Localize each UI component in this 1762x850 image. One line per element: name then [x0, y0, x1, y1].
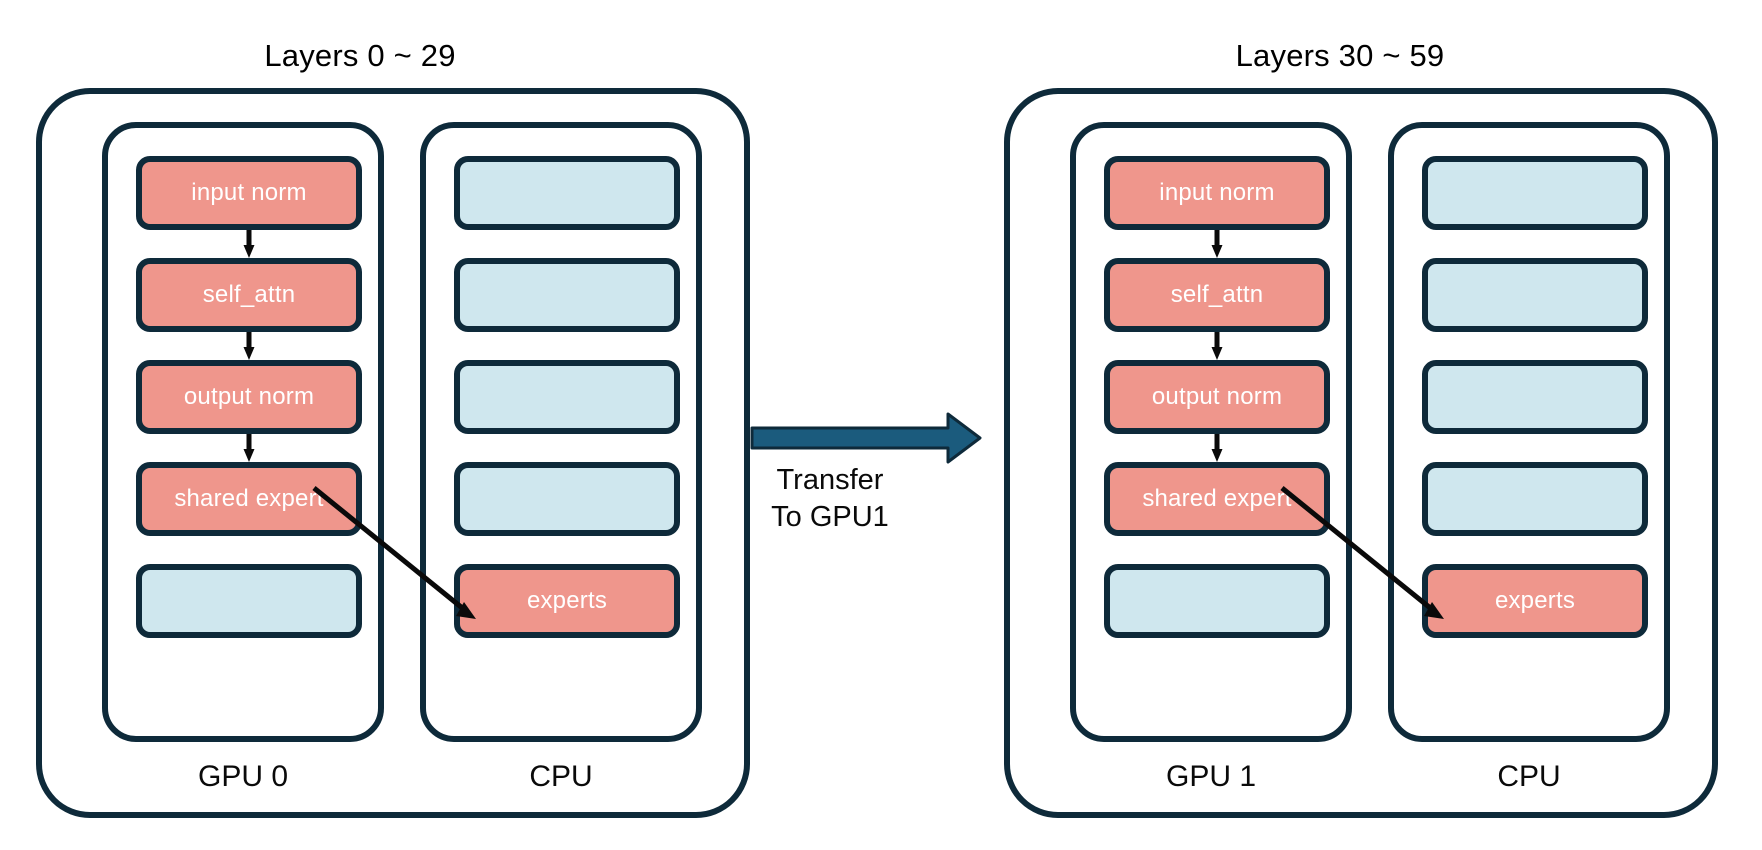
- flow-arrow-down-icon: [243, 332, 255, 360]
- block-shared-expert-gpu0[interactable]: shared expert: [136, 462, 362, 536]
- block-self-attn-gpu0[interactable]: self_attn: [136, 258, 362, 332]
- block-experts-cpu0[interactable]: experts: [454, 564, 680, 638]
- device-label-cpu1: CPU: [1497, 760, 1561, 793]
- device-group-layers-0-29: input norm self_attn output norm shared …: [36, 88, 750, 818]
- flow-arrow-down-icon: [1211, 332, 1223, 360]
- transfer-label: Transfer To GPU1: [771, 464, 889, 534]
- group-title-right: Layers 30 ~ 59: [1235, 38, 1445, 73]
- block-input-norm-gpu0[interactable]: input norm: [136, 156, 362, 230]
- transfer-arrow-right-icon: [750, 412, 982, 464]
- column-gpu1: input norm self_attn output norm shared …: [1070, 122, 1352, 742]
- device-label-gpu1: GPU 1: [1165, 760, 1257, 793]
- flow-arrow-down-icon: [1211, 230, 1223, 258]
- device-group-layers-30-59: input norm self_attn output norm shared …: [1004, 88, 1718, 818]
- group-title-left: Layers 0 ~ 29: [264, 38, 456, 73]
- device-label-cpu0: CPU: [529, 760, 593, 793]
- block-experts-cpu1[interactable]: experts: [1422, 564, 1648, 638]
- block-shared-expert-gpu1[interactable]: shared expert: [1104, 462, 1330, 536]
- column-cpu0: experts: [420, 122, 702, 742]
- flow-arrow-down-icon: [1211, 434, 1223, 462]
- block-empty-cpu0-1[interactable]: [454, 258, 680, 332]
- block-empty-gpu0[interactable]: [136, 564, 362, 638]
- block-empty-cpu1-1[interactable]: [1422, 258, 1648, 332]
- flow-arrow-down-icon: [243, 434, 255, 462]
- block-empty-cpu0-2[interactable]: [454, 360, 680, 434]
- block-empty-gpu1[interactable]: [1104, 564, 1330, 638]
- block-empty-cpu1-2[interactable]: [1422, 360, 1648, 434]
- column-cpu1: experts: [1388, 122, 1670, 742]
- block-empty-cpu1-3[interactable]: [1422, 462, 1648, 536]
- block-empty-cpu1-0[interactable]: [1422, 156, 1648, 230]
- flow-arrow-down-icon: [243, 230, 255, 258]
- block-output-norm-gpu1[interactable]: output norm: [1104, 360, 1330, 434]
- device-label-gpu0: GPU 0: [197, 760, 289, 793]
- column-gpu0: input norm self_attn output norm shared …: [102, 122, 384, 742]
- block-input-norm-gpu1[interactable]: input norm: [1104, 156, 1330, 230]
- block-output-norm-gpu0[interactable]: output norm: [136, 360, 362, 434]
- block-empty-cpu0-0[interactable]: [454, 156, 680, 230]
- block-empty-cpu0-3[interactable]: [454, 462, 680, 536]
- block-self-attn-gpu1[interactable]: self_attn: [1104, 258, 1330, 332]
